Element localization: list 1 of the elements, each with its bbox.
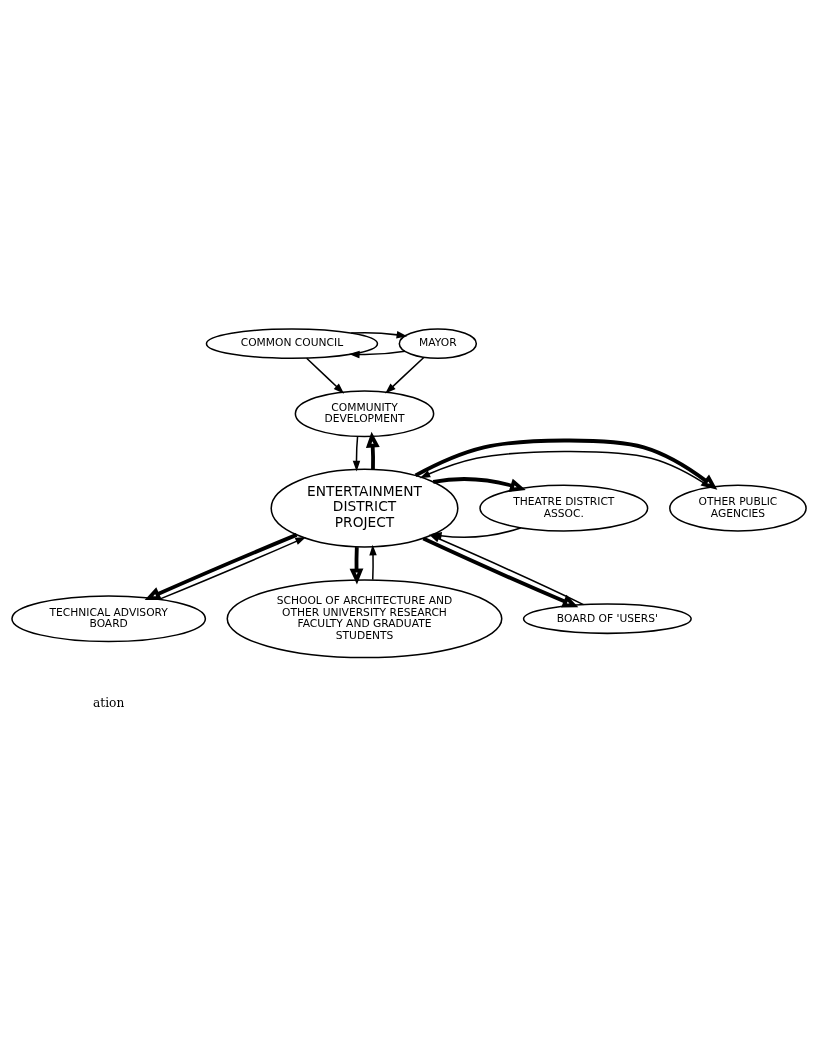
- label: ation: [93, 696, 125, 711]
